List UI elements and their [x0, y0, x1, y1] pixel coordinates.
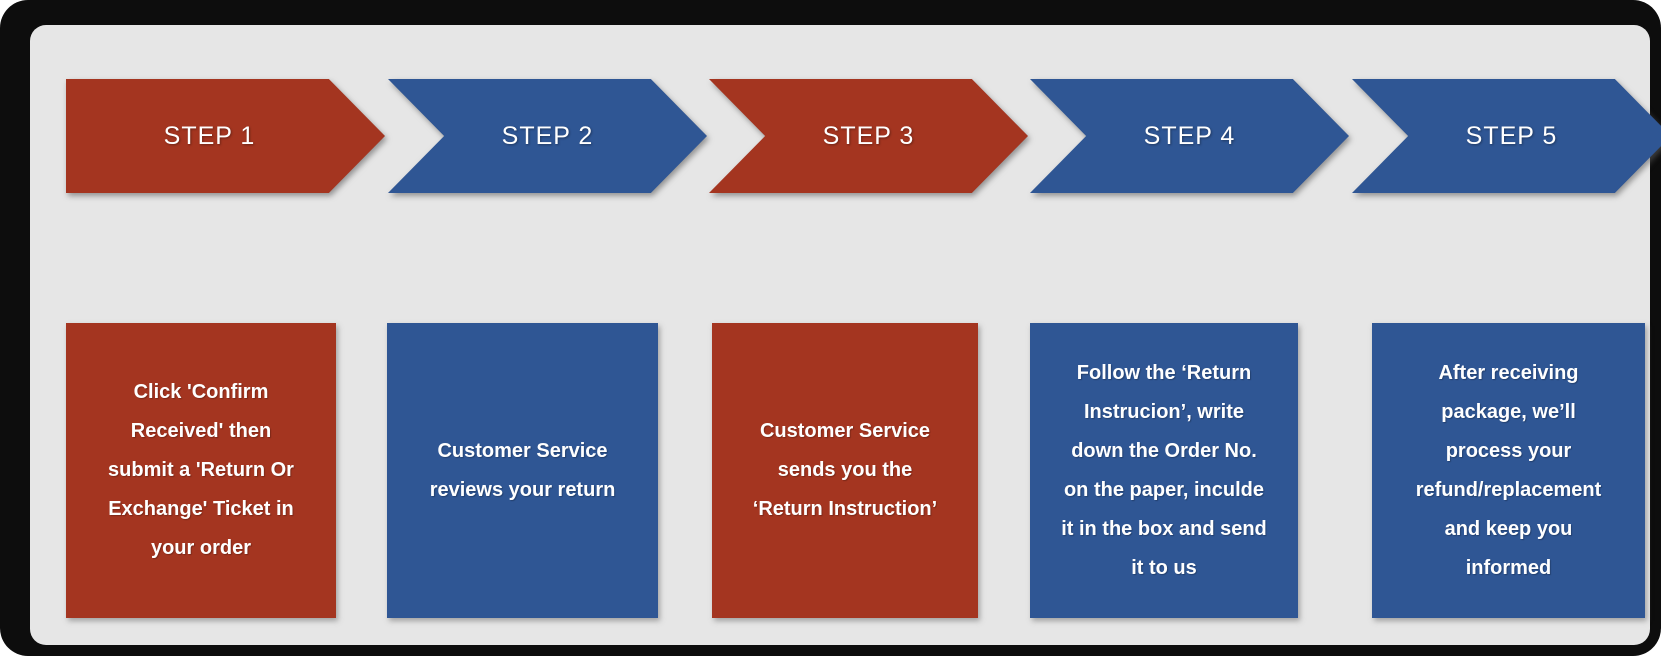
chevron-arrow-shape: [66, 79, 385, 193]
diagram-panel: STEP 1 STEP 2 STEP 3 STEP 4 STEP 5 Click…: [30, 25, 1661, 645]
step-2-description-box: Customer Service reviews your return: [387, 323, 658, 618]
step-5-description: After receiving package, we’ll process y…: [1415, 361, 1602, 579]
step-1-description: Click 'Confirm Received' then submit a '…: [108, 381, 294, 559]
step-1-label: STEP 1: [163, 121, 256, 150]
step-5-chevron: STEP 5: [1352, 79, 1661, 193]
step-4-description-box: Follow the ‘Return Instrucion’, write do…: [1030, 323, 1298, 618]
step-5-label: STEP 5: [1465, 121, 1558, 150]
step-3-description-box: Customer Service sends you the ‘Return I…: [712, 323, 978, 618]
step-3-description: Customer Service sends you the ‘Return I…: [752, 420, 938, 520]
step-3-label: STEP 3: [822, 121, 915, 150]
step-4-chevron: STEP 4: [1030, 79, 1349, 193]
step-1-description-box: Click 'Confirm Received' then submit a '…: [66, 323, 336, 618]
step-1-chevron: STEP 1: [66, 79, 385, 193]
step-4-description: Follow the ‘Return Instrucion’, write do…: [1061, 361, 1267, 579]
step-5-description-box: After receiving package, we’ll process y…: [1372, 323, 1645, 618]
step-4-label: STEP 4: [1143, 121, 1236, 150]
step-2-description: Customer Service reviews your return: [429, 439, 616, 501]
step-3-chevron: STEP 3: [709, 79, 1028, 193]
step-2-chevron: STEP 2: [388, 79, 707, 193]
step-2-label: STEP 2: [501, 121, 594, 150]
